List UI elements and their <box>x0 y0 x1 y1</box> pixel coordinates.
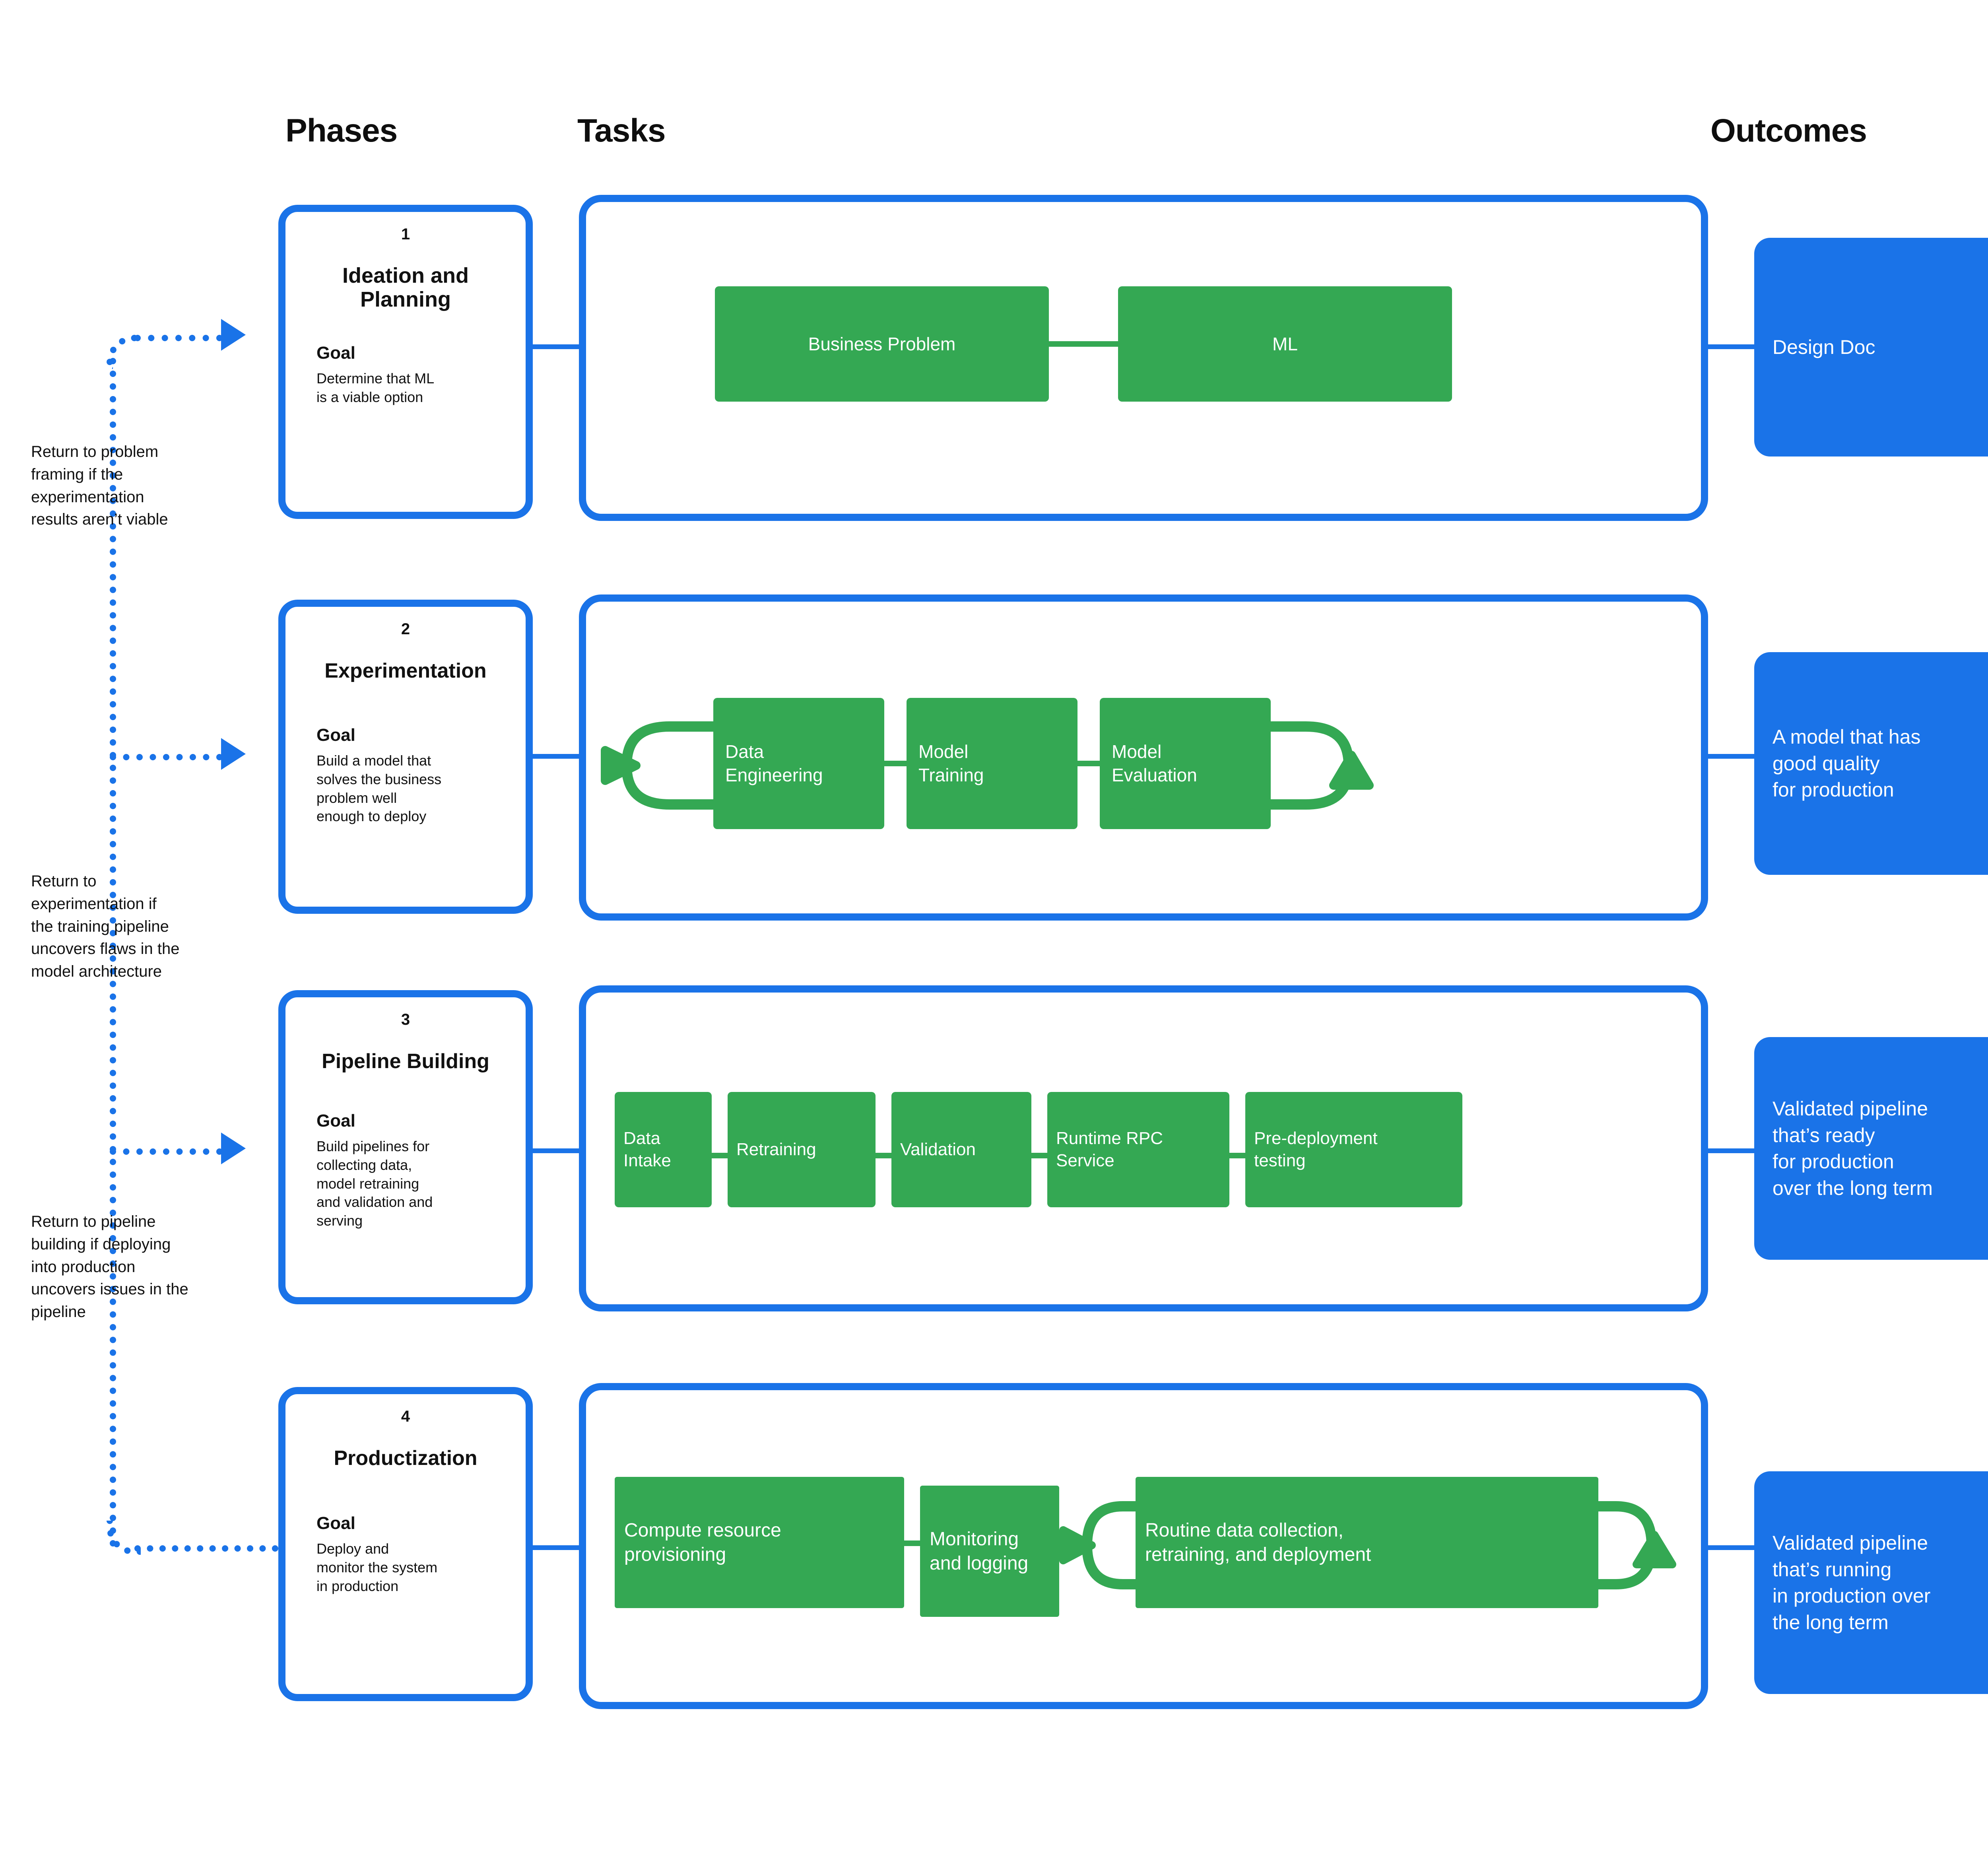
task-connector-2-1 <box>884 761 907 766</box>
phase-title-3: Pipeline Building <box>322 1050 489 1073</box>
return-branch-1 <box>134 335 223 341</box>
task-box-data-engineering[interactable]: Data Engineering <box>713 698 884 829</box>
loop-arrow-left-4 <box>1059 1501 1151 1589</box>
task-connector-2-2 <box>1077 761 1100 766</box>
return-branch-2 <box>110 754 223 760</box>
task-box-pre-deployment-testing[interactable]: Pre-deployment testing <box>1245 1092 1462 1207</box>
connector-phase3-tasks <box>533 1148 580 1153</box>
phase-goal-label-3: Goal <box>316 1111 355 1131</box>
phase-title-line2: Planning <box>360 288 451 312</box>
connector-phase4-tasks <box>533 1545 580 1550</box>
return-note-3: Return to pipeline building if deploying… <box>31 1213 188 1321</box>
phase-title-line1: Ideation and <box>342 264 469 288</box>
return-branch-3 <box>110 1148 223 1155</box>
phase-title-2: Experimentation <box>324 659 487 682</box>
loop-arrow-left-2 <box>601 721 717 810</box>
phase-number-3: 3 <box>401 1011 410 1028</box>
phase-goal-label-2: Goal <box>316 725 355 745</box>
connector-phase1-tasks <box>533 344 580 349</box>
loop-arrow-right-2 <box>1258 721 1374 810</box>
task-connector-3-1 <box>712 1153 728 1158</box>
task-box-model-evaluation[interactable]: Model Evaluation <box>1100 698 1271 829</box>
tasks-card-3: Data Intake Retraining Validation Runtim… <box>579 985 1708 1311</box>
phase-title-4: Productization <box>334 1447 478 1470</box>
return-note-2: Return to experimentation if the trainin… <box>31 872 180 981</box>
outcome-box-2[interactable]: A model that has good quality for produc… <box>1754 652 1988 875</box>
return-note-1: Return to problem framing if the experim… <box>31 443 168 528</box>
column-header-outcomes: Outcomes <box>1710 113 1867 149</box>
return-trunk-vertical <box>110 358 116 1547</box>
tasks-card-4: Compute resource provisioning Monitoring… <box>579 1383 1708 1709</box>
outcome-box-1[interactable]: Design Doc <box>1754 238 1988 457</box>
task-box-data-intake[interactable]: Data Intake <box>615 1092 712 1207</box>
phase-card-4[interactable]: 4 Productization Goal Deploy and monitor… <box>278 1387 533 1701</box>
task-connector-3-2 <box>876 1153 891 1158</box>
phase-number-1: 1 <box>401 225 410 243</box>
phase-number-2: 2 <box>401 620 410 638</box>
task-box-model-training[interactable]: Model Training <box>907 698 1077 829</box>
return-bottom-segment <box>134 1545 278 1552</box>
task-box-runtime-rpc-service[interactable]: Runtime RPC Service <box>1047 1092 1229 1207</box>
connector-tasks2-outcome <box>1708 754 1757 759</box>
tasks-card-1: Business Problem ML <box>579 195 1708 521</box>
return-arrowhead-2 <box>221 738 246 770</box>
task-box-retraining[interactable]: Retraining <box>728 1092 876 1207</box>
connector-tasks4-outcome <box>1708 1545 1757 1550</box>
outcome-box-4[interactable]: Validated pipeline that’s running in pro… <box>1754 1471 1988 1694</box>
connector-tasks1-outcome <box>1708 344 1757 349</box>
phase-number-4: 4 <box>401 1408 410 1425</box>
task-box-compute-resource-provisioning[interactable]: Compute resource provisioning <box>615 1477 904 1608</box>
connector-tasks3-outcome <box>1708 1148 1757 1153</box>
task-box-monitoring-and-logging[interactable]: Monitoring and logging <box>920 1486 1059 1617</box>
phase-card-3[interactable]: 3 Pipeline Building Goal Build pipelines… <box>278 990 533 1304</box>
outcome-box-3[interactable]: Validated pipeline that’s ready for prod… <box>1754 1037 1988 1260</box>
phase-goal-text-1: Determine that ML is a viable option <box>316 370 435 405</box>
task-box-validation[interactable]: Validation <box>891 1092 1031 1207</box>
task-connector-1-1 <box>1049 341 1118 347</box>
phase-goal-label-4: Goal <box>316 1513 355 1533</box>
column-header-tasks: Tasks <box>577 113 666 149</box>
task-box-business-problem[interactable]: Business Problem <box>715 286 1049 402</box>
task-connector-4-1 <box>904 1540 920 1546</box>
tasks-card-2: Data Engineering Model Training Model Ev… <box>579 594 1708 921</box>
loop-arrow-right-4 <box>1588 1501 1676 1589</box>
phase-goal-text-4: Deploy and monitor the system in product… <box>316 1540 438 1594</box>
connector-phase2-tasks <box>533 754 580 759</box>
column-header-phases: Phases <box>285 113 398 149</box>
phase-card-2[interactable]: 2 Experimentation Goal Build a model tha… <box>278 600 533 914</box>
phase-goal-text-3: Build pipelines for collecting data, mod… <box>316 1138 433 1229</box>
task-connector-3-4 <box>1229 1153 1245 1158</box>
task-box-ml[interactable]: ML <box>1118 286 1452 402</box>
return-arrowhead-1 <box>221 319 246 351</box>
phase-goal-label-1: Goal <box>316 343 355 363</box>
task-box-routine-data-collection[interactable]: Routine data collection, retraining, and… <box>1136 1477 1598 1608</box>
return-arrowhead-3 <box>221 1133 246 1164</box>
task-connector-3-3 <box>1031 1153 1047 1158</box>
phase-goal-text-2: Build a model that solves the business p… <box>316 752 442 825</box>
